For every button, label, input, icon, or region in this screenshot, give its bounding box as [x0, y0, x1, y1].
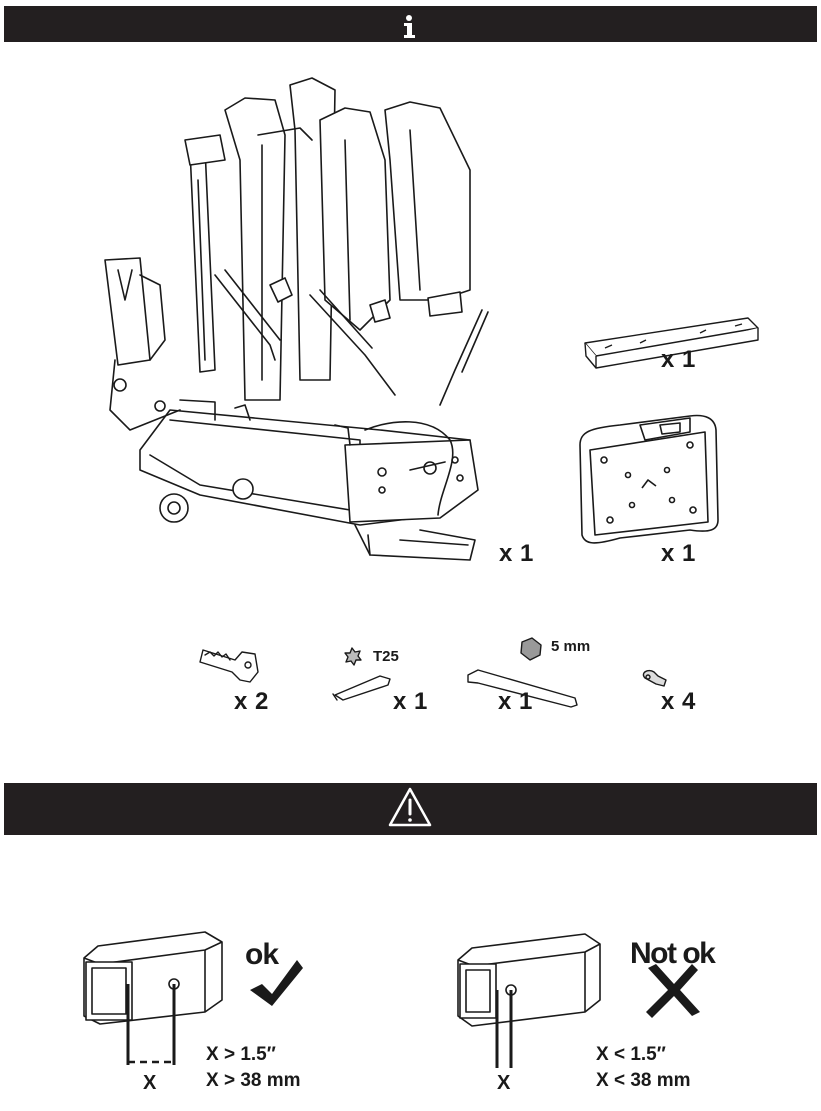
mounting-bar-quantity: x 1 — [661, 346, 696, 373]
torx-key-icon — [333, 676, 390, 700]
ok-spec-inches: X > 1.5″ — [206, 1044, 276, 1065]
bike-rack-quantity: x 1 — [499, 540, 534, 567]
not-ok-spec-inches: X < 1.5″ — [596, 1044, 666, 1065]
hex-size-label: 5 mm — [551, 638, 591, 655]
license-plate-holder-quantity: x 1 — [661, 540, 696, 567]
screw-quantity: x 4 — [661, 688, 696, 715]
warning-triangle-icon — [388, 787, 432, 827]
cross-icon — [646, 964, 700, 1018]
warning-header-bar — [4, 783, 817, 835]
checkmark-icon — [250, 960, 303, 1006]
hex-icon — [521, 638, 541, 660]
torx-star-icon — [345, 648, 361, 665]
torx-key-quantity: x 1 — [393, 688, 428, 715]
key-quantity: x 2 — [234, 688, 269, 715]
hex-key-icon — [468, 670, 577, 707]
torx-size-label: T25 — [373, 648, 399, 665]
screw-icon — [643, 671, 666, 686]
ok-x-label: X — [143, 1072, 157, 1094]
hex-key-quantity: x 1 — [498, 688, 533, 715]
not-ok-x-label: X — [497, 1072, 511, 1094]
key-icon — [200, 650, 258, 682]
not-ok-spec-mm: X < 38 mm — [596, 1070, 691, 1091]
info-icon — [404, 15, 415, 38]
info-header-bar — [4, 6, 817, 42]
not-ok-verdict: Not ok — [630, 937, 716, 970]
ok-verdict: ok — [245, 938, 279, 971]
ok-spec-mm: X > 38 mm — [206, 1070, 301, 1091]
